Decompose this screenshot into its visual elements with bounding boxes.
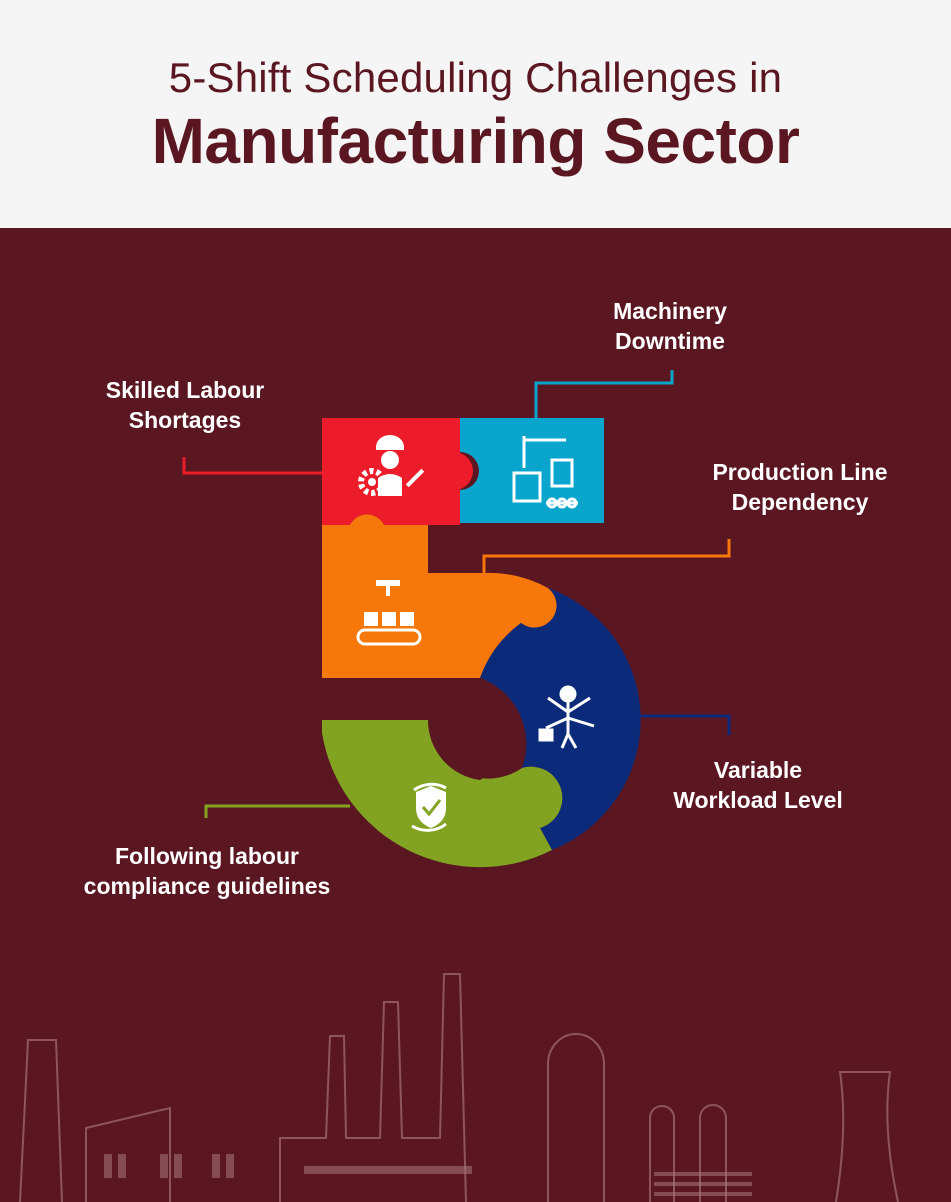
connector-line-machinery <box>534 370 674 418</box>
label-machinery: Machinery Downtime <box>565 296 775 356</box>
label-compliance-line1: Following labour <box>115 843 299 869</box>
five-puzzle-graphic <box>19 370 899 1202</box>
label-workload-line1: Variable <box>713 757 803 783</box>
label-workload: Variable Workload Level <box>648 755 868 815</box>
connector-line-production <box>482 539 731 573</box>
factory-skyline <box>19 973 899 1202</box>
header: 5-Shift Scheduling Challenges in Manufac… <box>0 0 951 228</box>
connector-line-workload <box>625 714 731 735</box>
machine-robot-arm-icon <box>512 436 578 509</box>
conveyor-belt-icon <box>356 580 422 646</box>
label-skilled-labour-line1: Skilled Labour <box>105 377 265 403</box>
label-machinery-line2: Downtime <box>615 328 725 354</box>
puzzle-piece-workload <box>480 588 641 850</box>
multitasking-person-icon <box>538 685 595 749</box>
label-machinery-line1: Machinery <box>613 298 727 324</box>
infographic-body: Skilled Labour Shortages Machinery Downt… <box>0 228 951 1202</box>
label-compliance: Following labour compliance guidelines <box>52 841 362 901</box>
label-compliance-line2: compliance guidelines <box>83 873 331 899</box>
label-skilled-labour: Skilled Labour Shortages <box>80 375 290 435</box>
label-production-line-line2: Dependency <box>731 489 869 515</box>
five-inner-cutout <box>427 678 510 780</box>
title-line-2: Manufacturing Sector <box>151 105 800 177</box>
puzzle-piece-machinery <box>460 418 604 523</box>
puzzle-piece-skilled-labour <box>322 418 473 525</box>
shield-check-icon <box>411 782 447 832</box>
label-workload-line2: Workload Level <box>673 787 843 813</box>
factory-windows <box>104 1154 752 1196</box>
label-production-line: Production Line Dependency <box>690 457 910 517</box>
worker-gear-icon <box>358 435 425 496</box>
label-production-line-line1: Production Line <box>712 459 888 485</box>
connector-line-compliance <box>204 804 350 818</box>
puzzle-piece-production-line <box>322 514 557 678</box>
label-skilled-labour-line2: Shortages <box>128 407 242 433</box>
connector-line-skilled-labour <box>182 457 322 475</box>
title-line-1: 5-Shift Scheduling Challenges in <box>168 54 783 101</box>
